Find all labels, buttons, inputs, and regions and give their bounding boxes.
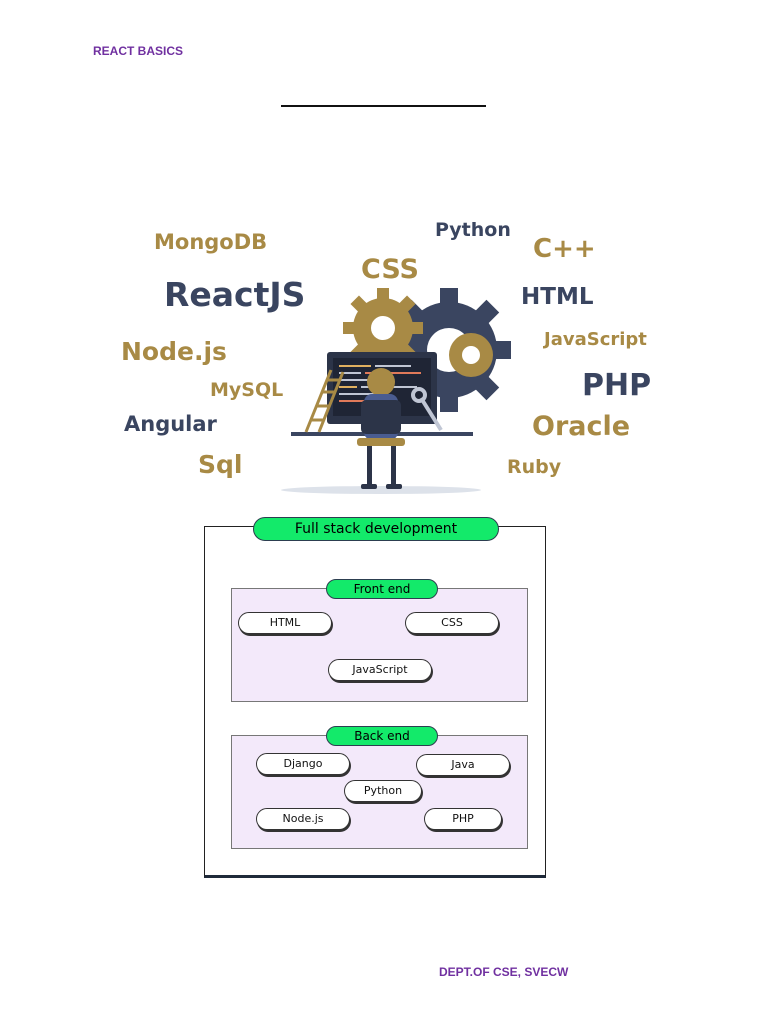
tech-word-javascript: JavaScript bbox=[544, 329, 647, 350]
header-rule bbox=[281, 105, 486, 107]
tag-php: PHP bbox=[424, 808, 502, 830]
developer-gears-illustration bbox=[281, 288, 511, 494]
tech-word-css: CSS bbox=[361, 254, 419, 285]
tag-django: Django bbox=[256, 753, 350, 775]
front-end-title: Front end bbox=[326, 579, 438, 599]
tag-css: CSS bbox=[405, 612, 499, 634]
tech-word-oracle: Oracle bbox=[532, 411, 631, 442]
tag-python: Python bbox=[344, 780, 422, 802]
accent-gear-icon bbox=[449, 333, 493, 377]
tech-word-mongodb: MongoDB bbox=[154, 230, 268, 254]
back-end-title: Back end bbox=[326, 726, 438, 746]
page-header-title: REACT BASICS bbox=[93, 44, 184, 58]
developer-figure bbox=[357, 368, 405, 489]
tech-word-reactjs: ReactJS bbox=[164, 275, 306, 314]
tech-word-php: PHP bbox=[582, 368, 652, 403]
full-stack-diagram: Full stack development Front end HTML CS… bbox=[204, 517, 546, 878]
tech-word-nodejs: Node.js bbox=[121, 337, 227, 366]
tech-word-cpp: C++ bbox=[533, 234, 596, 264]
tech-word-angular: Angular bbox=[124, 412, 217, 436]
tag-nodejs: Node.js bbox=[256, 808, 350, 830]
diagram-title: Full stack development bbox=[253, 517, 499, 541]
tag-java: Java bbox=[416, 754, 510, 776]
page-footer: DEPT.OF CSE, SVECW bbox=[439, 965, 569, 979]
tech-word-sql: Sql bbox=[198, 450, 243, 479]
tech-word-html: HTML bbox=[521, 284, 594, 310]
tech-word-python: Python bbox=[435, 219, 511, 241]
tag-javascript: JavaScript bbox=[328, 659, 432, 681]
tag-html: HTML bbox=[238, 612, 332, 634]
tech-word-mysql: MySQL bbox=[210, 379, 284, 401]
wrench-icon bbox=[411, 387, 443, 432]
back-end-section: Back end Django Java Python Node.js PHP bbox=[231, 726, 528, 849]
front-end-section: Front end HTML CSS JavaScript bbox=[231, 579, 528, 702]
tech-word-ruby: Ruby bbox=[507, 456, 562, 478]
ladder-icon bbox=[304, 369, 345, 433]
tech-illustration: MongoDB Python C++ CSS ReactJS HTML Java… bbox=[121, 219, 652, 498]
